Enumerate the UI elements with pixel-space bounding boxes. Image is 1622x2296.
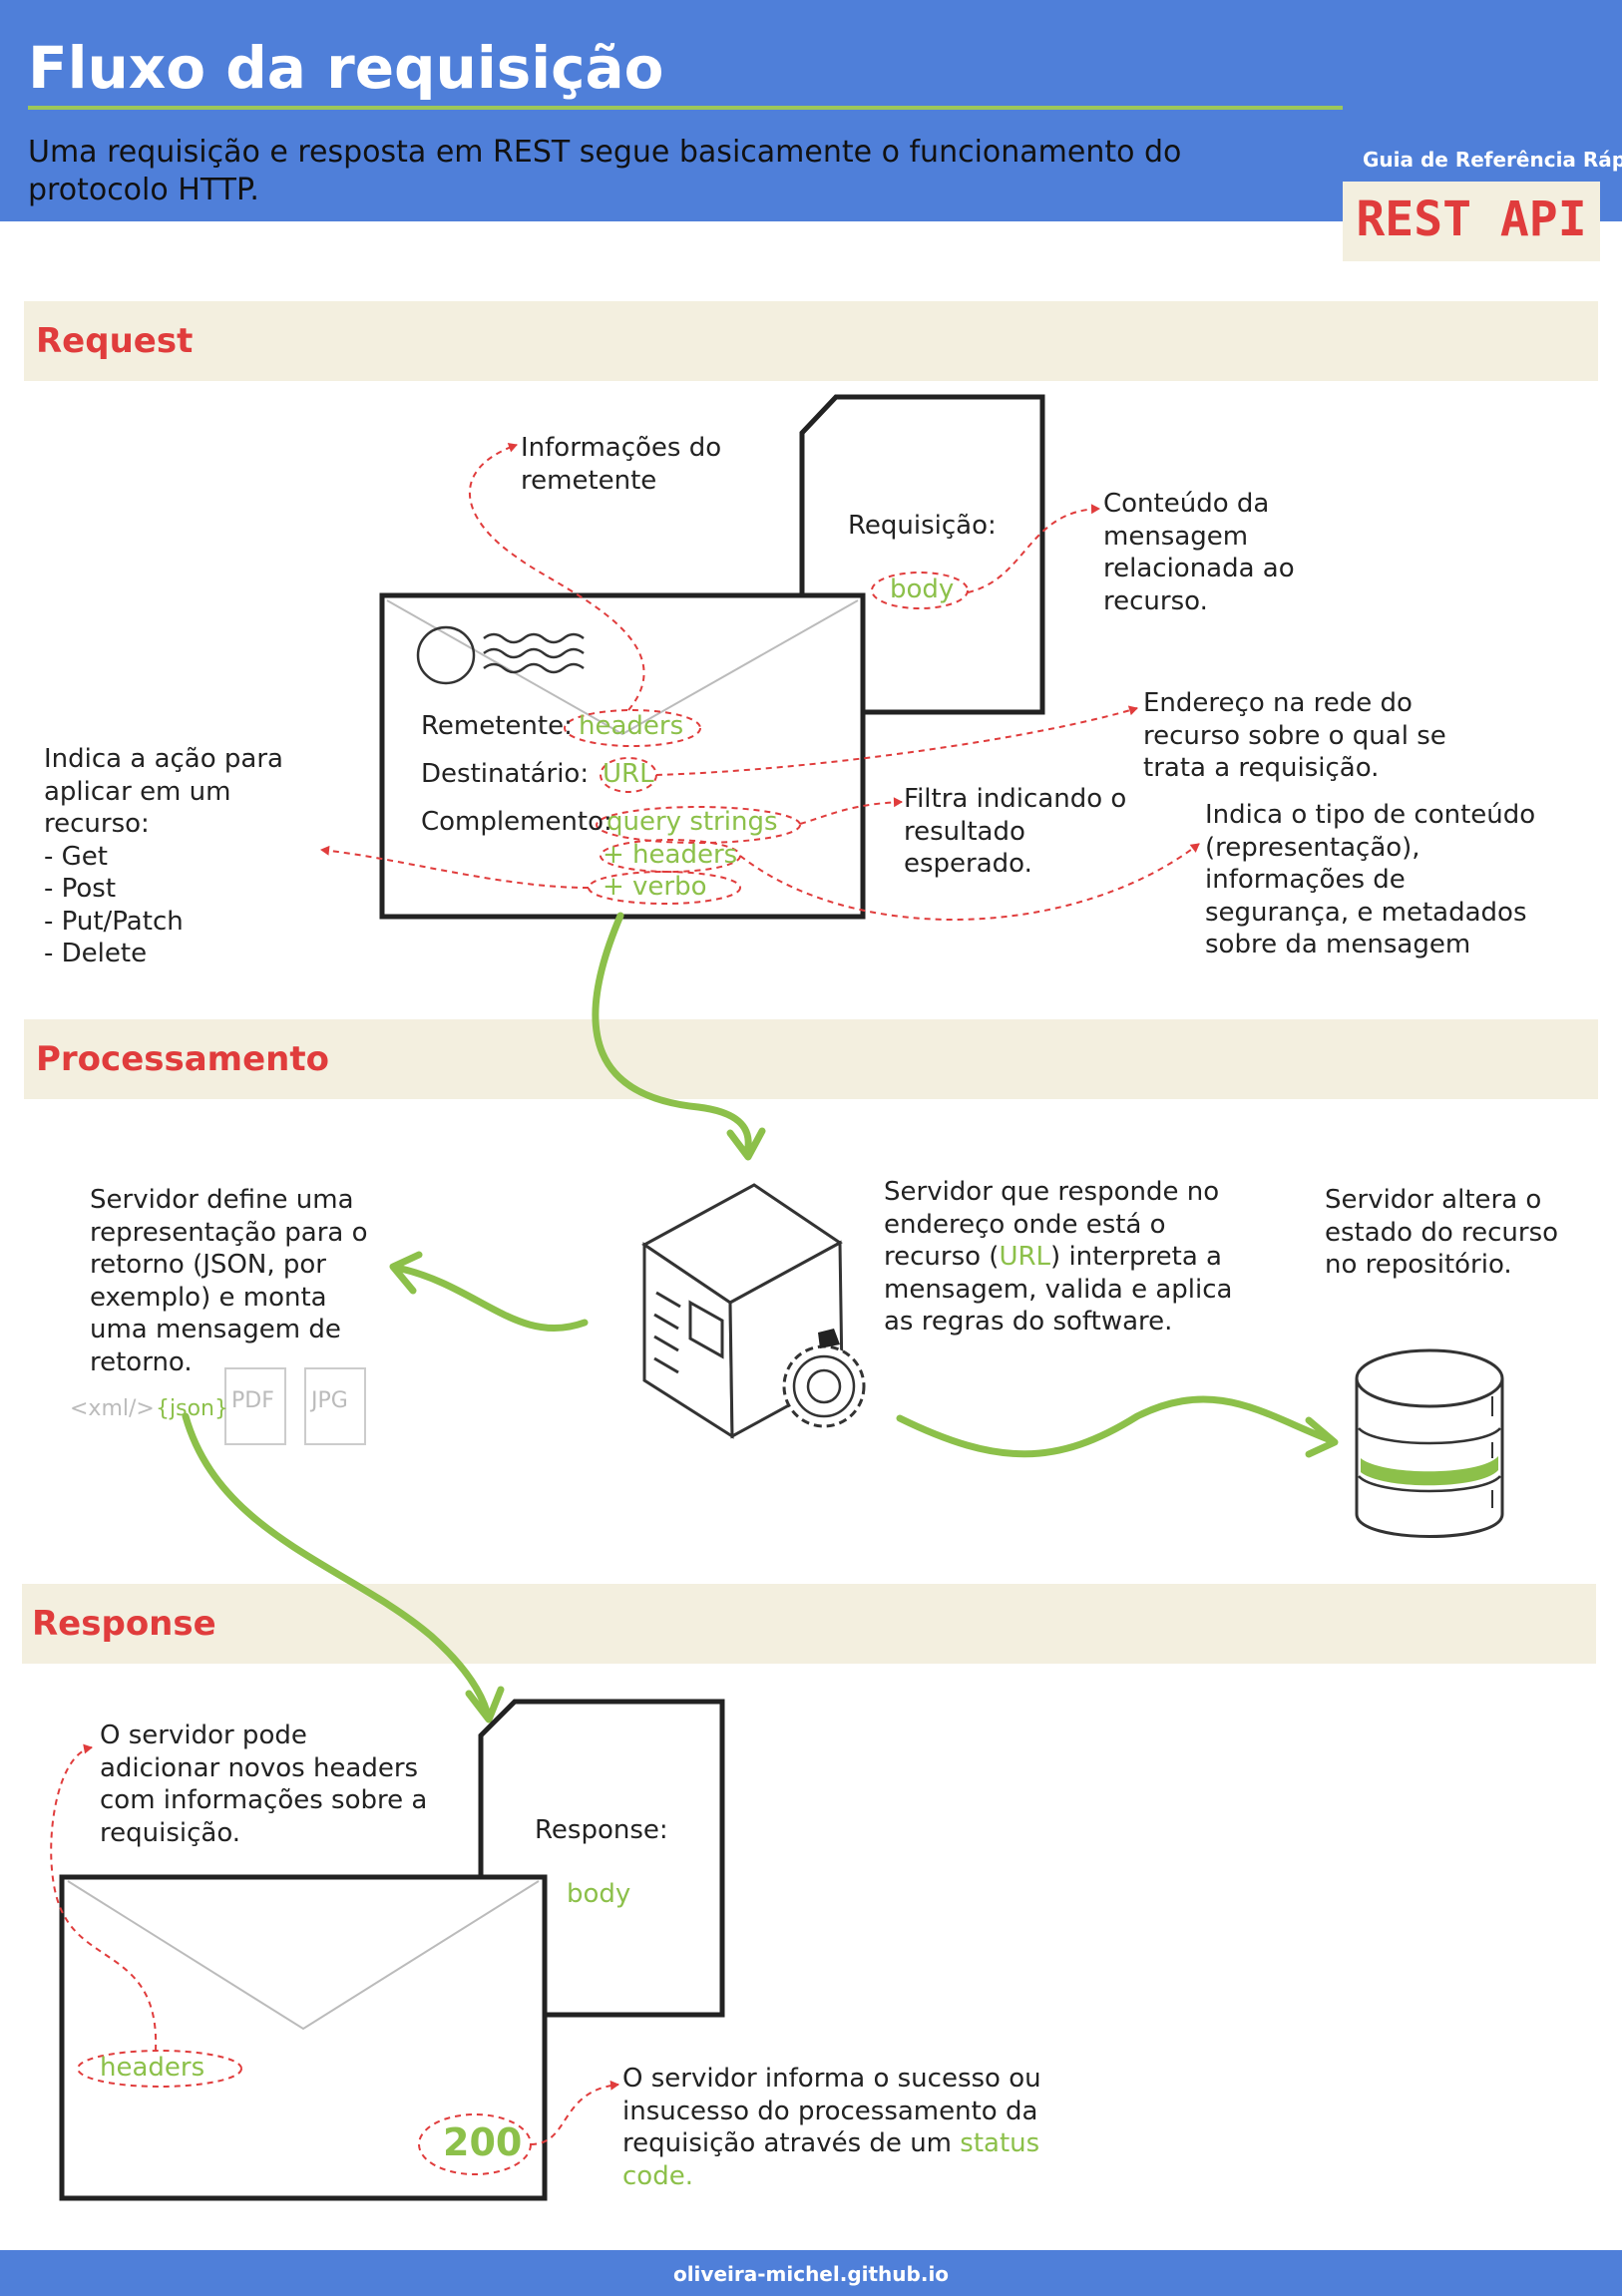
pdf-file-icon: [224, 1367, 286, 1445]
request-body-label: body: [890, 574, 955, 604]
footer-link[interactable]: oliveira-michel.github.io: [672, 2262, 950, 2286]
format-xml: <xml/>: [70, 1396, 155, 1421]
note-body-content: Conteúdo da mensagem relacionada ao recu…: [1103, 489, 1295, 616]
recipient-label: Destinatário:: [421, 759, 590, 789]
format-json: {json}: [156, 1396, 228, 1421]
footer-banner: [0, 2250, 1622, 2296]
note-server-part1: Servidor que responde no endereço onde e…: [884, 1177, 1220, 1272]
topic-badge-text: REST API: [1356, 191, 1587, 247]
note-status-link: status code.: [622, 2128, 1040, 2191]
extra-label: Complemento:: [421, 807, 612, 837]
gear-icon: [782, 1329, 866, 1428]
note-state: Servidor altera o estado do recurso no r…: [1325, 1185, 1559, 1280]
format-pdf: PDF: [231, 1388, 274, 1413]
title-underline: [28, 106, 1343, 110]
note-verbs-intro: Indica a ação para aplicar em um recurso…: [44, 744, 283, 839]
note-headers-type: Indica o tipo de conteúdo (representação…: [1205, 800, 1536, 959]
verb-get: - Get: [44, 841, 108, 872]
section-band-processing: [24, 1019, 1598, 1099]
request-document-label: Requisição:: [848, 511, 997, 541]
note-verbs: Indica a ação para aplicar em um recurso…: [44, 743, 303, 970]
response-envelope: [59, 1874, 548, 2201]
extra-value-headers: + headers: [603, 840, 738, 870]
note-server: Servidor que responde no endereço onde e…: [884, 1176, 1233, 1339]
page-title: Fluxo da requisição: [28, 34, 664, 102]
page-subtitle: Uma requisição e resposta em REST segue …: [28, 135, 1182, 207]
stamp-icon: [416, 625, 476, 685]
sender-label: Remetente:: [421, 711, 573, 741]
note-server-part2: ) interpreta a mensagem, valida e aplica…: [884, 1242, 1233, 1337]
database-icon: [1355, 1348, 1504, 1538]
note-status: O servidor informa o sucesso ou insucess…: [622, 2063, 1041, 2192]
section-band-request: [24, 301, 1598, 381]
note-representation: Servidor define uma representação para o…: [90, 1185, 368, 1377]
sender-value: headers: [579, 711, 684, 741]
section-title-processing: Processamento: [36, 1039, 329, 1079]
jpg-file-icon: [304, 1367, 366, 1445]
section-title-response: Response: [32, 1604, 216, 1644]
status-code-200: 200: [443, 2120, 523, 2164]
response-headers-label: headers: [100, 2053, 205, 2083]
verb-delete: - Delete: [44, 939, 148, 968]
recipient-value: URL: [603, 759, 654, 789]
extra-value-query-strings: query strings: [607, 807, 778, 837]
topic-badge: [1343, 182, 1600, 261]
section-title-request: Request: [36, 321, 194, 361]
note-server-url: URL: [999, 1242, 1051, 1272]
verb-put-patch: - Put/Patch: [44, 906, 184, 937]
verb-post: - Post: [44, 874, 117, 904]
note-sender-info: Informações do remetente: [521, 433, 722, 496]
section-band-response: [22, 1584, 1596, 1664]
extra-value-verbo: + verbo: [603, 872, 707, 902]
response-document-label: Response:: [535, 1815, 668, 1845]
note-filter: Filtra indicando o resultado esperado.: [904, 784, 1127, 879]
note-url-address: Endereço na rede do recurso sobre o qual…: [1143, 688, 1446, 783]
note-status-part1: O servidor informa o sucesso ou insucess…: [622, 2064, 1041, 2158]
note-response-headers: O servidor pode adicionar novos headers …: [100, 1721, 428, 1848]
response-body-label: body: [567, 1879, 631, 1909]
format-jpg: JPG: [311, 1388, 348, 1413]
request-envelope: [379, 592, 866, 920]
guide-label: Guia de Referência Rápida: [1363, 148, 1622, 172]
